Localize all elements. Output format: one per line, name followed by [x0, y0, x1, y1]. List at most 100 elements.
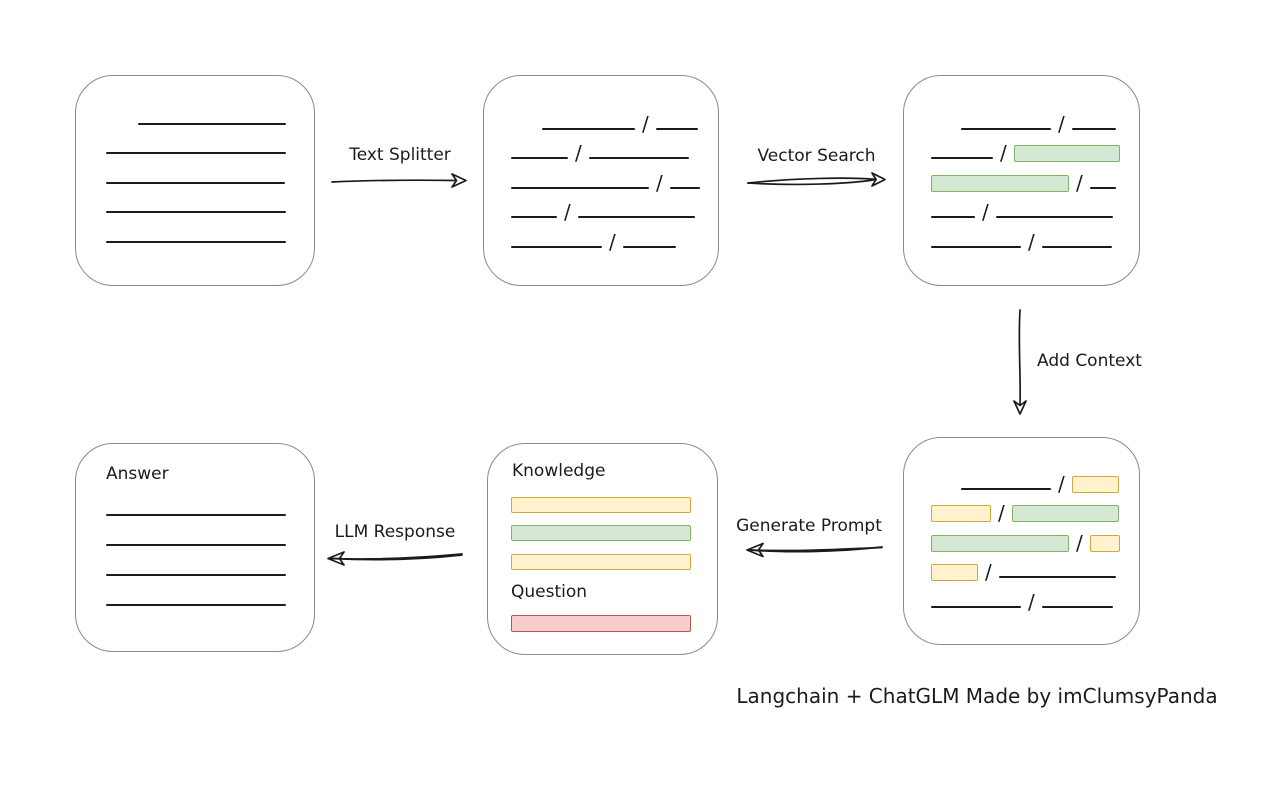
highlight-chip-green	[1011, 505, 1119, 522]
slash-separator: /	[1058, 111, 1065, 136]
slash-separator: /	[1000, 141, 1007, 165]
text-line	[1041, 245, 1112, 248]
text-row	[106, 549, 314, 579]
text-line	[511, 245, 602, 248]
text-line	[931, 216, 975, 218]
text-row	[76, 98, 314, 128]
text-line	[995, 216, 1113, 218]
text-line	[588, 157, 689, 159]
highlight-chip-yellow	[1071, 475, 1119, 493]
slash-separator: /	[1076, 170, 1083, 195]
text-line	[106, 544, 286, 546]
text-line	[1041, 605, 1113, 608]
text-line	[106, 211, 286, 213]
text-line	[1089, 186, 1116, 189]
answer-box: Answer	[75, 443, 315, 652]
text-line	[931, 157, 993, 159]
highlight-chip-green	[1013, 145, 1120, 162]
text-row: /	[904, 133, 1139, 163]
text-row: /	[904, 192, 1139, 222]
add-context-label: Add Context	[1037, 351, 1142, 371]
text-row: /	[904, 493, 1139, 523]
generate-prompt-label: Generate Prompt	[736, 516, 882, 536]
text-row: /	[904, 581, 1139, 614]
text-row	[76, 187, 314, 217]
text-row: /	[904, 162, 1139, 195]
text-line	[931, 605, 1021, 608]
text-splitter-arrow	[331, 173, 467, 188]
slash-separator: /	[656, 170, 663, 195]
vector-search-arrow	[747, 172, 886, 187]
prompt-box: Knowledge Question	[487, 443, 718, 655]
text-line	[106, 240, 286, 243]
text-row: /	[904, 552, 1139, 582]
text-row	[106, 519, 314, 549]
text-line	[577, 216, 695, 218]
text-line	[655, 127, 698, 130]
text-row	[106, 579, 314, 609]
slash-separator: /	[982, 200, 989, 224]
slash-separator: /	[1058, 471, 1065, 496]
add-context-arrow	[1013, 309, 1027, 415]
text-row: /	[484, 133, 718, 163]
text-line	[961, 127, 1051, 130]
slash-separator: /	[609, 229, 616, 254]
text-row: /	[904, 463, 1139, 496]
slash-separator: /	[575, 141, 582, 165]
text-line	[669, 186, 700, 189]
text-line	[622, 245, 676, 248]
highlight-chip-green	[931, 174, 1069, 192]
text-line	[511, 186, 649, 189]
highlight-chip-yellow	[931, 505, 991, 522]
vector-search-label: Vector Search	[757, 146, 876, 166]
text-row	[76, 216, 314, 246]
text-line	[106, 152, 286, 154]
llm-response-arrow	[327, 551, 463, 566]
text-line	[511, 157, 568, 159]
question-label: Question	[511, 582, 588, 602]
credit-caption: Langchain + ChatGLM Made by imClumsyPand…	[736, 684, 1218, 708]
answer-lines	[76, 444, 314, 609]
knowledge-bar-yellow	[511, 554, 691, 570]
text-line	[542, 127, 635, 130]
text-line	[106, 574, 286, 576]
text-line	[511, 216, 557, 218]
context-chunks-box: / / / / /	[903, 437, 1140, 645]
text-line	[998, 576, 1116, 578]
highlight-chip-yellow	[1089, 534, 1120, 552]
text-line	[106, 514, 286, 516]
text-row: /	[904, 221, 1139, 252]
text-row: /	[904, 103, 1139, 136]
text-row: /	[484, 162, 718, 195]
text-line	[138, 122, 286, 125]
vector-matches-box: /////	[903, 75, 1140, 286]
text-row: /	[484, 192, 718, 222]
text-row: /	[904, 522, 1139, 555]
text-line	[106, 604, 286, 606]
slash-separator: /	[1076, 530, 1083, 555]
text-line	[1071, 127, 1116, 130]
text-line	[106, 181, 285, 184]
source-document-box	[75, 75, 315, 286]
knowledge-bar-green	[511, 525, 691, 541]
question-bar-red	[511, 615, 691, 632]
text-line	[961, 487, 1051, 490]
chunk-lines: / / / / /	[484, 76, 718, 254]
slash-separator: /	[1028, 589, 1035, 614]
slash-separator: /	[985, 560, 992, 584]
knowledge-bar-yellow	[511, 497, 691, 513]
knowledge-label: Knowledge	[512, 461, 606, 481]
generate-prompt-arrow	[746, 542, 883, 558]
context-lines: / / / / /	[904, 438, 1139, 614]
text-line	[931, 245, 1021, 248]
slash-separator: /	[998, 501, 1005, 525]
slash-separator: /	[564, 200, 571, 224]
text-splitter-label: Text Splitter	[349, 145, 451, 165]
answer-title: Answer	[106, 464, 169, 484]
vector-match-lines: /////	[904, 76, 1139, 252]
slash-separator: /	[642, 111, 649, 136]
llm-response-label: LLM Response	[334, 522, 456, 542]
text-row	[106, 489, 314, 519]
text-row: /	[484, 103, 718, 136]
